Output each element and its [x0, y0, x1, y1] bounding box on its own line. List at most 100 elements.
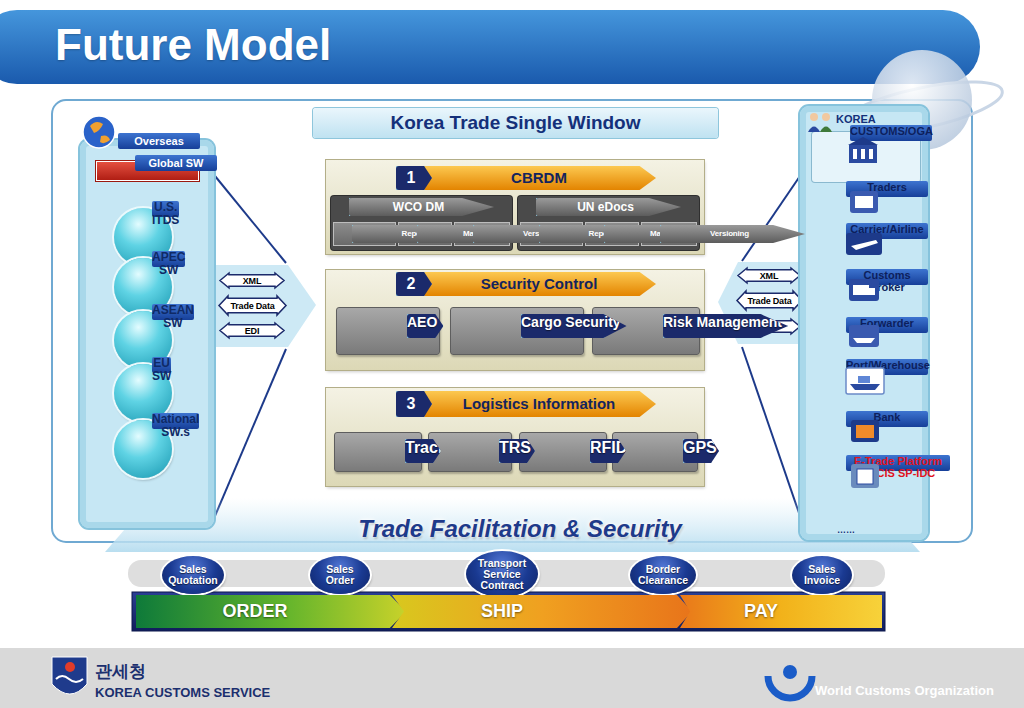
- node-text: Logistics Information: [422, 391, 656, 417]
- group-box: UN eDocsRepositoryManagementVersioning: [518, 196, 699, 250]
- funnel-line: [742, 176, 800, 261]
- free-label: Trade Facilitation & Security: [330, 511, 710, 547]
- page-title: Future Model: [55, 19, 331, 71]
- node-text: U.S. ITDS: [152, 201, 179, 217]
- kcs-logo-wave: [56, 676, 83, 682]
- people-icon: [820, 127, 832, 133]
- node-text: Sales Quotation: [168, 564, 218, 586]
- tag-box: Global SW: [97, 162, 198, 180]
- arrow-outline: [738, 319, 800, 334]
- node-text: ORDER: [222, 601, 287, 622]
- process-oval: Border Clearance: [630, 556, 696, 594]
- phase-segment: ORDER: [136, 595, 406, 628]
- bank-icon: [856, 425, 874, 438]
- process-oval: Transport Service Contract: [466, 551, 538, 597]
- node-text: Overseas: [118, 133, 200, 149]
- party-item: Carrier/Airline: [808, 230, 924, 272]
- arrow-outline: [738, 268, 800, 283]
- broker-icon: [869, 288, 875, 295]
- node-text: AEO: [407, 314, 443, 338]
- broker-icon: [849, 279, 879, 301]
- arrow-outline: [220, 273, 284, 288]
- function-box: Cargo Security: [450, 307, 584, 355]
- node-text: Transport Service Contract: [478, 558, 526, 591]
- node-text: Traders: [846, 181, 928, 197]
- module-box: Repository: [333, 222, 396, 246]
- building-icon: [869, 149, 873, 159]
- region-panel: KOREACUSTOMS/OGATradersCarrier/AirlineCu…: [800, 106, 928, 540]
- glow-base: [105, 498, 920, 552]
- node-text: EDI: [245, 326, 259, 336]
- node-text: Sales Order: [326, 564, 355, 586]
- node-text: Carrier/Airline: [846, 223, 928, 239]
- node-text: WCO DM: [349, 198, 494, 216]
- arrow-outline: [220, 323, 284, 338]
- globe-icon-land: [90, 122, 103, 133]
- process-oval: Sales Order: [310, 556, 370, 594]
- arrow-outline: [219, 296, 286, 315]
- node-text: GPS: [683, 439, 719, 463]
- function-box: Tracking by UCR: [334, 432, 422, 472]
- party-item: CUSTOMS/OGA: [812, 132, 920, 182]
- process-oval: Sales Invoice: [792, 556, 852, 594]
- header-band: [0, 10, 980, 84]
- exchange-arrow: XML: [220, 273, 284, 288]
- wco-logo-dot: [783, 665, 797, 679]
- node-text: Border Clearance: [638, 564, 688, 586]
- function-box: AEO: [336, 307, 440, 355]
- node-text: Trade Data: [230, 301, 274, 311]
- building-icon: [848, 137, 878, 145]
- node-text: E-Trade Platform KACIS SP-IDC: [846, 455, 950, 471]
- people-icon: [808, 127, 820, 133]
- node-text: Versioning: [660, 225, 805, 243]
- trader-icon: [855, 196, 873, 208]
- node-text: Customs Broker: [846, 269, 928, 285]
- arrow-outline: [737, 291, 802, 310]
- node-text: ASEAN SW: [152, 304, 194, 320]
- free-label: KOREA CUSTOMS SERVICE: [95, 683, 315, 701]
- people-icon: [810, 113, 818, 121]
- phase-segment: SHIP: [392, 595, 692, 628]
- node-text: Sales Invoice: [804, 564, 840, 586]
- funnel-line: [215, 176, 286, 263]
- node-text: XML: [760, 271, 778, 281]
- region-panel: OverseasGlobal SWU.S. ITDSAPEC SWASEAN S…: [80, 140, 214, 528]
- funnel-line: [742, 347, 800, 516]
- globe-icon: [83, 116, 115, 148]
- building-icon: [849, 145, 877, 163]
- broker-icon: [853, 285, 869, 295]
- node-text: PAY: [744, 601, 778, 622]
- exchange-arrow: XML: [738, 268, 800, 283]
- platform-icon: [857, 469, 873, 484]
- section-box: 3Logistics InformationTracking by UCRTRS…: [326, 388, 704, 486]
- building-icon: [853, 149, 857, 159]
- node-text: XML: [243, 276, 261, 286]
- node-text: Bank: [846, 411, 928, 427]
- phase-segment: PAY: [680, 595, 882, 628]
- bank-icon: [851, 420, 879, 442]
- people-icon: [822, 113, 830, 121]
- funnel-line: [215, 349, 286, 516]
- group-box: WCO DMRepositoryManagementVersioning: [331, 196, 512, 250]
- node-text: Forwarder: [846, 317, 928, 333]
- node-text: Trade Data: [747, 296, 791, 306]
- node-text: APEC SW: [152, 251, 185, 267]
- node-text: Korea Trade Single Window: [313, 108, 718, 138]
- party-item: E-Trade Platform KACIS SP-IDC: [808, 462, 924, 526]
- process-oval: Sales Quotation: [162, 556, 224, 594]
- phase-band: [132, 592, 885, 631]
- globe-icon-land: [100, 136, 110, 144]
- platform-icon: [851, 464, 879, 488]
- system-circle: National SW.s: [114, 420, 172, 478]
- exchange-arrow: Trade Data: [219, 296, 286, 315]
- node-text: Security Control: [422, 272, 656, 296]
- node-text: SHIP: [481, 601, 523, 622]
- exchange-band: [216, 265, 316, 347]
- exchange-arrow: EDI: [220, 323, 284, 338]
- carrier-icon: [846, 233, 882, 255]
- free-label: 관세청: [95, 660, 165, 682]
- kcs-logo-dot: [65, 662, 75, 672]
- exchange-arrow: Trade Data: [737, 291, 802, 310]
- function-box: TRS: [428, 432, 512, 472]
